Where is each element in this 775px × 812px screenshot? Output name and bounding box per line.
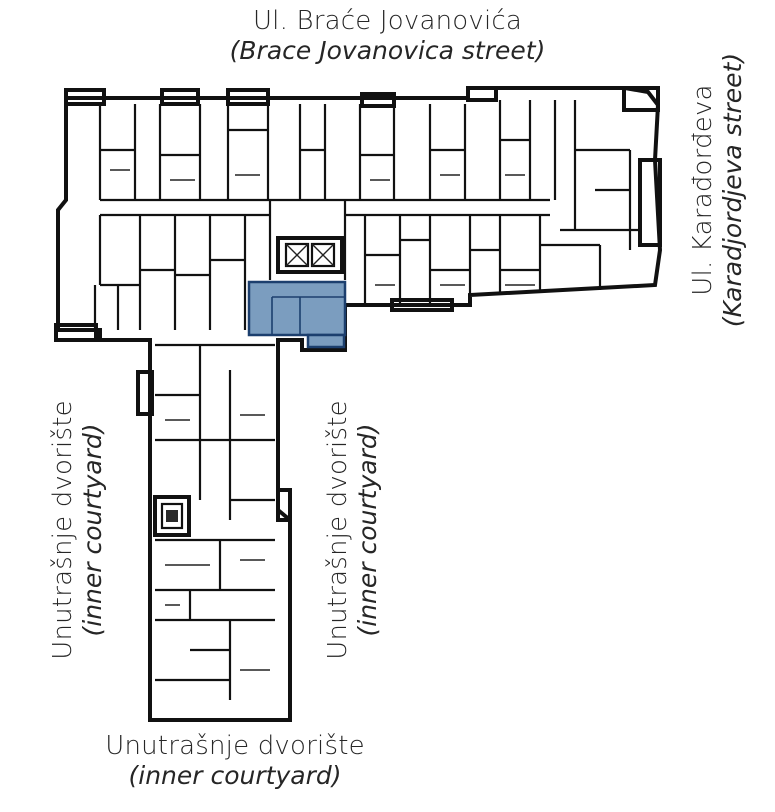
interior-walls-east (363, 215, 602, 305)
interior-walls-west (93, 215, 247, 330)
street-label-brace-jovanovica: Ul. Braće Jovanovića (Brace Jovanovica s… (0, 8, 775, 63)
corridors (100, 198, 550, 280)
facade-bays (54, 86, 662, 522)
courtyard-name-english: (inner courtyard) (128, 761, 342, 790)
courtyard-label-bottom: Unutrašnje dvorište (inner courtyard) (40, 733, 430, 788)
courtyard-name-local: Unutrašnje dvorište (105, 731, 365, 761)
interior-walls-south (153, 343, 275, 700)
interior-walls-upper (98, 100, 640, 250)
highlighted-apartment[interactable] (247, 280, 347, 349)
street-name-english: (Brace Jovanovica street) (229, 36, 546, 65)
elevator-core (276, 236, 344, 274)
street-name-local: Ul. Braće Jovanovića (252, 6, 523, 36)
